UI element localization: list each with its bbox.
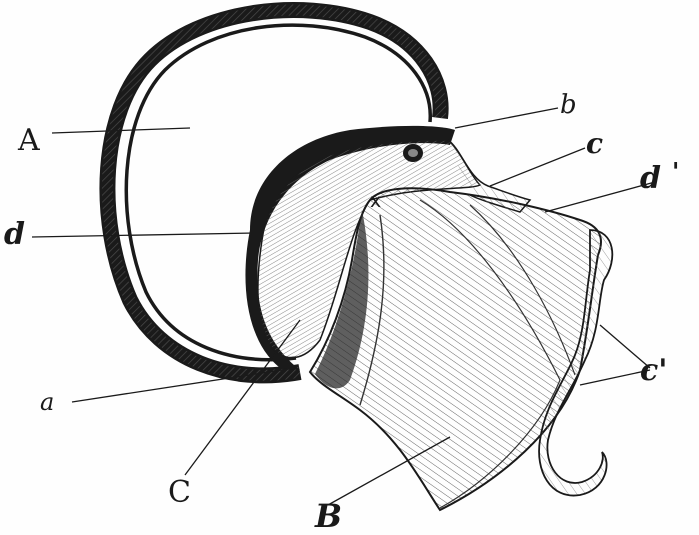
label-c: c xyxy=(586,130,603,158)
label-x: x xyxy=(370,192,381,211)
label-C: C xyxy=(168,478,191,508)
label-d: d xyxy=(4,220,25,250)
leader-c xyxy=(490,148,585,186)
label-c-prime: c' xyxy=(640,356,667,386)
leader-d xyxy=(32,233,255,237)
label-B: B xyxy=(315,500,342,532)
label-b: b xyxy=(560,92,577,118)
leader-a xyxy=(72,368,295,402)
leader-b xyxy=(455,108,558,128)
label-d-prime: d xyxy=(640,164,661,194)
label-d-prime-mark: ' xyxy=(672,160,679,184)
label-A: A xyxy=(18,126,40,156)
leader-C xyxy=(185,320,300,475)
label-a: a xyxy=(40,390,54,414)
leader-d-prime xyxy=(545,182,655,212)
